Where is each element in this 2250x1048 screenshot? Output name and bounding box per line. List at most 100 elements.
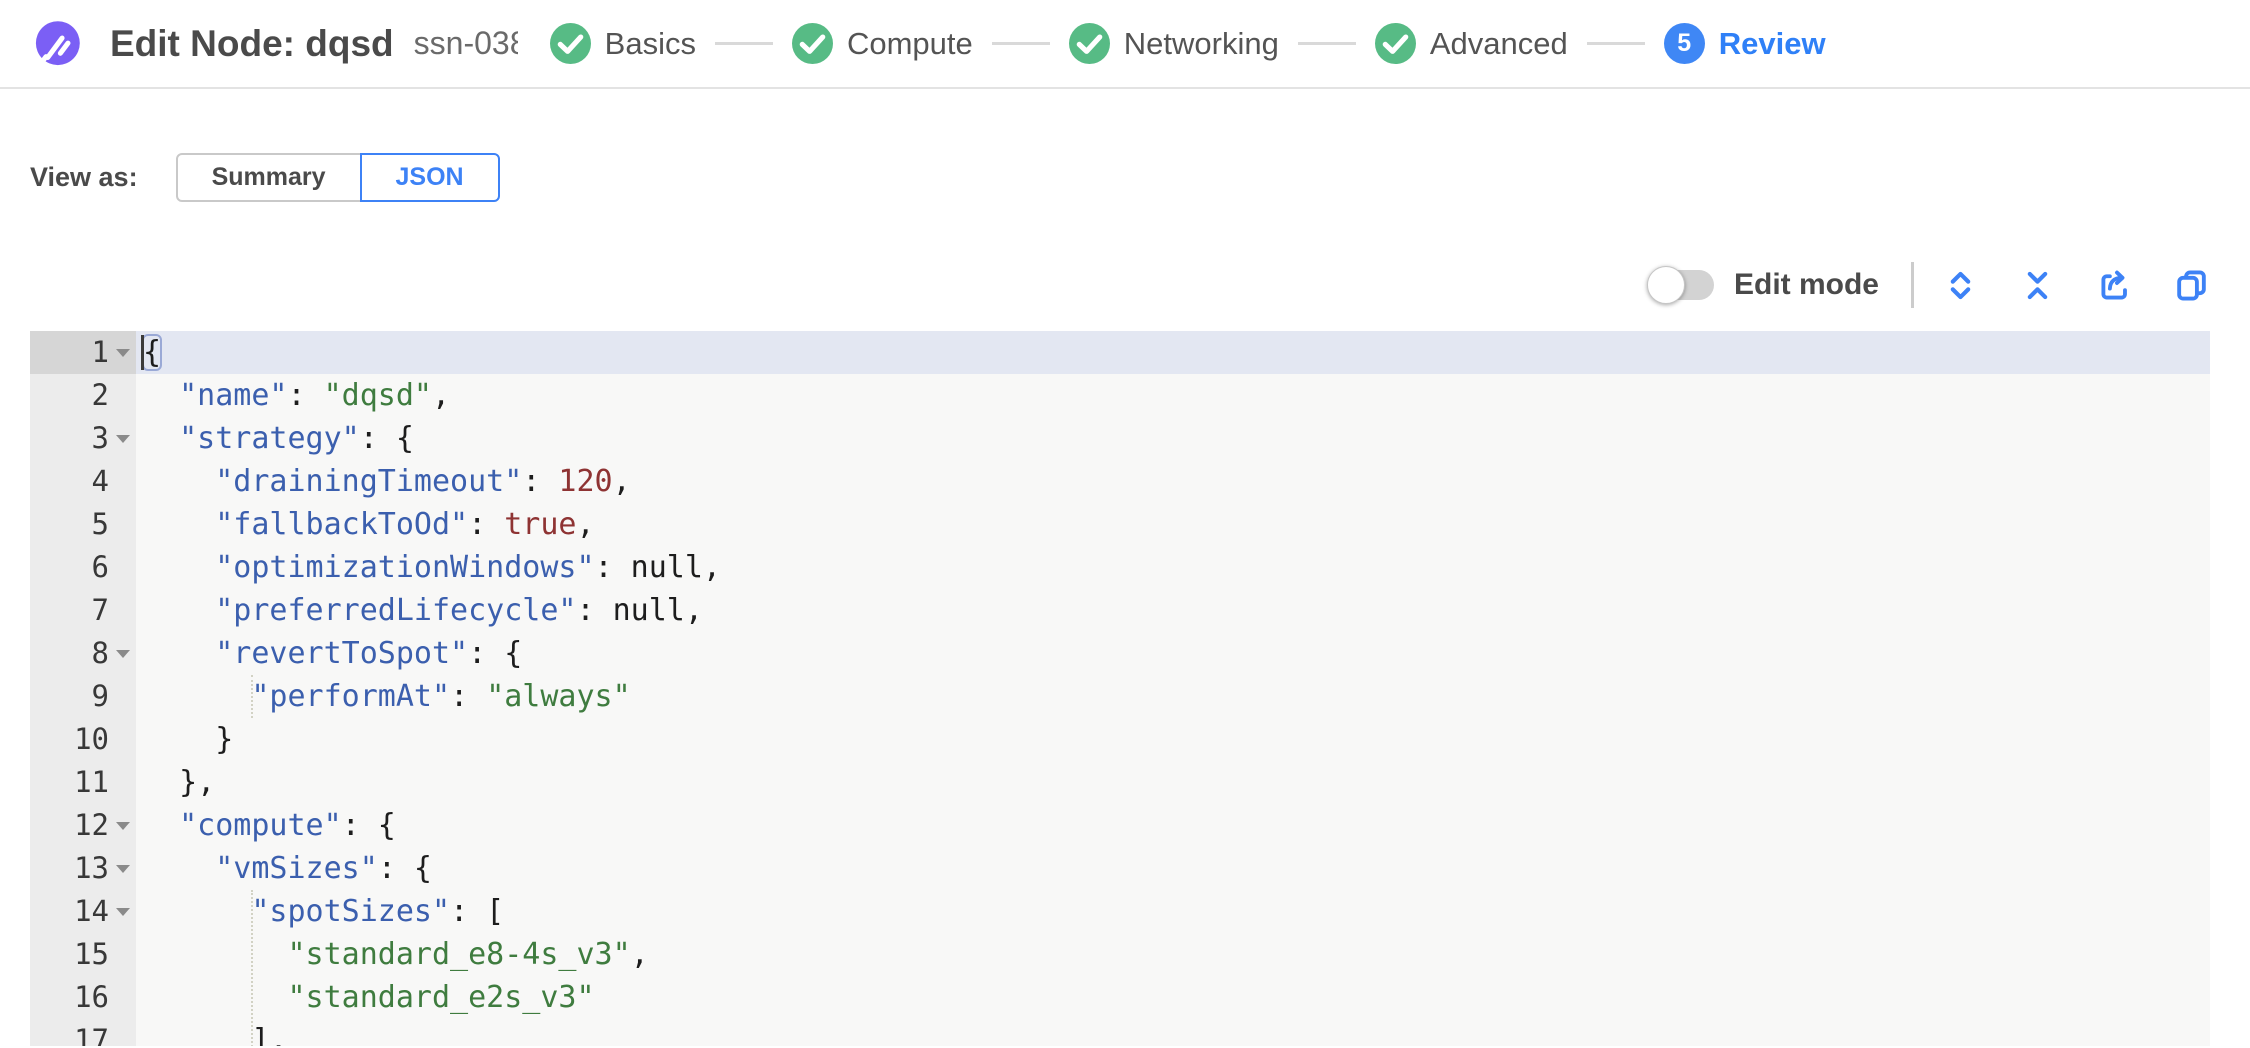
- fold-arrow-icon[interactable]: [109, 348, 136, 357]
- json-string: "always": [486, 679, 631, 714]
- view-as-json-button[interactable]: JSON: [359, 153, 500, 202]
- step-complete-icon: [549, 23, 591, 64]
- json-key: "optimizationWindows": [215, 550, 595, 585]
- line-number: 8: [91, 636, 109, 670]
- json-string: "standard_e2s_v3": [287, 980, 595, 1015]
- editor-line[interactable]: 5 "fallbackToOd": true,: [30, 503, 2210, 546]
- editor-line[interactable]: 16 "standard_e2s_v3": [30, 976, 2210, 1019]
- code-content: }: [136, 718, 2210, 761]
- fold-arrow-icon[interactable]: [109, 821, 136, 830]
- json-key: "name": [179, 378, 288, 413]
- code-content: "fallbackToOd": true,: [136, 503, 2210, 546]
- fold-triangle: [115, 864, 130, 873]
- view-as-summary-button[interactable]: Summary: [175, 153, 362, 202]
- json-null: null: [630, 550, 703, 585]
- json-punctuation: ,: [612, 464, 631, 499]
- fold-arrow-icon[interactable]: [109, 907, 136, 916]
- step-label: Compute: [846, 25, 973, 61]
- code-content: "optimizationWindows": null,: [136, 546, 2210, 589]
- line-number: 5: [91, 507, 109, 541]
- toolbar-icons: [1942, 267, 2210, 304]
- code-content: "spotSizes": [: [136, 890, 2210, 933]
- fold-triangle: [115, 434, 130, 443]
- gutter-cell: 5: [30, 503, 136, 546]
- step-number-badge: 5: [1663, 23, 1705, 64]
- editor-line[interactable]: 10 }: [30, 718, 2210, 761]
- step-complete-icon: [791, 23, 833, 64]
- editor-line[interactable]: 15 "standard_e8-4s_v3",: [30, 933, 2210, 976]
- gutter-cell: 3: [30, 417, 136, 460]
- copy-icon[interactable]: [2173, 267, 2210, 304]
- line-number: 14: [74, 894, 109, 928]
- editor-line[interactable]: 1{: [30, 331, 2210, 374]
- json-punctuation: : {: [377, 851, 432, 886]
- step-connector: [1297, 42, 1356, 45]
- line-number: 4: [91, 464, 109, 498]
- json-punctuation: ,: [684, 593, 703, 628]
- code-content: "vmSizes": {: [136, 847, 2210, 890]
- json-string: "standard_e8-4s_v3": [287, 937, 631, 972]
- json-punctuation: :: [450, 679, 487, 714]
- json-key: "performAt": [251, 679, 451, 714]
- json-punctuation: {: [141, 334, 163, 371]
- code-content: ],: [136, 1019, 2210, 1046]
- expand-all-icon[interactable]: [1942, 267, 1979, 304]
- spot-logo-icon: [30, 17, 84, 71]
- step-networking[interactable]: Networking: [1068, 23, 1279, 64]
- json-key: "spotSizes": [251, 894, 451, 929]
- line-number: 12: [74, 808, 109, 842]
- editor-line[interactable]: 2 "name": "dqsd",: [30, 374, 2210, 417]
- editor-line[interactable]: 6 "optimizationWindows": null,: [30, 546, 2210, 589]
- fold-arrow-icon[interactable]: [109, 864, 136, 873]
- editor-line[interactable]: 13 "vmSizes": {: [30, 847, 2210, 890]
- page-title: Edit Node: dqsd: [110, 22, 394, 64]
- line-number: 2: [91, 378, 109, 412]
- line-number: 13: [74, 851, 109, 885]
- fold-triangle: [115, 821, 130, 830]
- editor-line[interactable]: 4 "drainingTimeout": 120,: [30, 460, 2210, 503]
- fold-arrow-icon[interactable]: [109, 649, 136, 658]
- editor-line[interactable]: 17 ],: [30, 1019, 2210, 1046]
- gutter-cell: 2: [30, 374, 136, 417]
- indent-guide: [251, 890, 254, 1046]
- step-basics[interactable]: Basics: [549, 23, 696, 64]
- check-icon: [1076, 34, 1103, 54]
- gutter-cell: 1: [30, 331, 136, 374]
- editor-line[interactable]: 11 },: [30, 761, 2210, 804]
- json-punctuation: ],: [251, 1023, 288, 1046]
- collapse-all-icon[interactable]: [2019, 267, 2056, 304]
- line-number: 11: [74, 765, 109, 799]
- code-content: "standard_e8-4s_v3",: [136, 933, 2210, 976]
- step-complete-icon: [1068, 23, 1110, 64]
- fold-arrow-icon[interactable]: [109, 434, 136, 443]
- code-content: "drainingTimeout": 120,: [136, 460, 2210, 503]
- code-content: "name": "dqsd",: [136, 374, 2210, 417]
- json-number: true: [504, 507, 577, 542]
- json-punctuation: : {: [468, 636, 523, 671]
- export-icon[interactable]: [2096, 267, 2133, 304]
- code-content: "performAt": "always": [136, 675, 2210, 718]
- gutter-cell: 15: [30, 933, 136, 976]
- edit-mode-toggle[interactable]: [1646, 266, 1714, 304]
- editor-line[interactable]: 9 "performAt": "always": [30, 675, 2210, 718]
- json-key: "strategy": [179, 421, 360, 456]
- step-compute[interactable]: Compute: [791, 23, 973, 64]
- indent-guide: [251, 675, 254, 718]
- code-content: "standard_e2s_v3": [136, 976, 2210, 1019]
- editor-line[interactable]: 7 "preferredLifecycle": null,: [30, 589, 2210, 632]
- json-editor[interactable]: 1{2 "name": "dqsd",3 "strategy": {4 "dra…: [30, 331, 2210, 1046]
- json-punctuation: : [: [450, 894, 505, 929]
- step-advanced[interactable]: Advanced: [1374, 23, 1568, 64]
- line-number: 17: [74, 1023, 109, 1046]
- code-content: "strategy": {: [136, 417, 2210, 460]
- editor-line[interactable]: 3 "strategy": {: [30, 417, 2210, 460]
- editor-line[interactable]: 12 "compute": {: [30, 804, 2210, 847]
- editor-line[interactable]: 14 "spotSizes": [: [30, 890, 2210, 933]
- gutter-cell: 11: [30, 761, 136, 804]
- json-punctuation: },: [179, 765, 216, 800]
- editor-line[interactable]: 8 "revertToSpot": {: [30, 632, 2210, 675]
